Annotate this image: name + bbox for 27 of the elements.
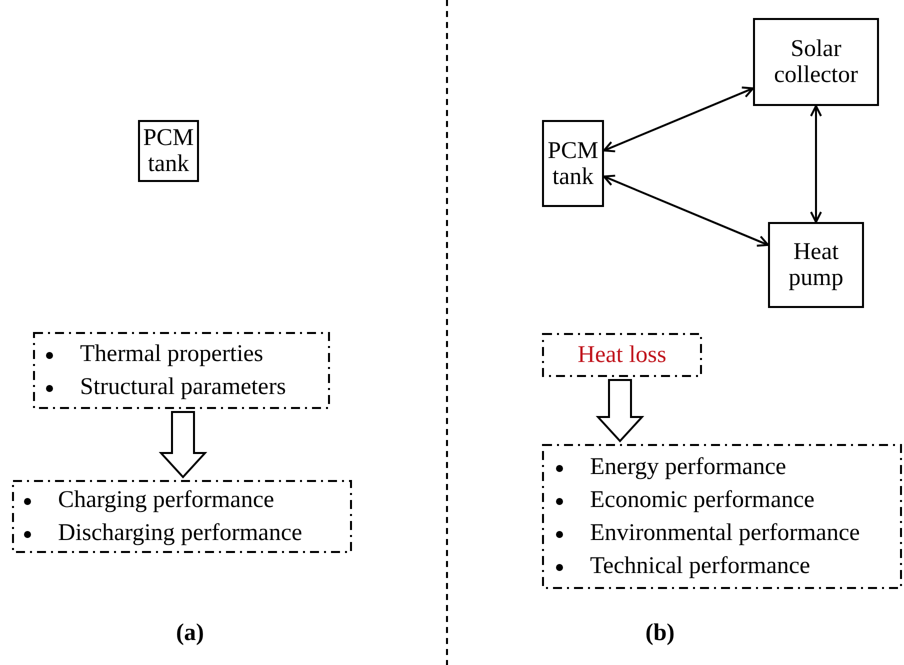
node-label: PCM tank [142,125,195,177]
component-box [753,18,879,106]
list-item: Economic performance [590,484,902,516]
node-label: PCM tank [546,138,600,190]
list-item: Thermal properties [80,338,330,370]
panel-label: (a) [176,620,204,646]
list-item: Charging performance [58,484,352,516]
bullet-list-box [542,444,902,589]
double-arrow [810,105,822,223]
list-item: Technical performance [590,550,902,582]
double-arrow [603,86,754,152]
node-label: Heat loss [578,342,666,368]
list-item: Environmental performance [590,516,902,550]
block-arrow [596,379,644,442]
list-item: Structural parameters [80,370,330,404]
list-item: Energy performance [590,450,902,484]
list-item: Discharging performance [58,516,352,550]
node-label: Heat pump [788,239,844,291]
bullet-list-box [33,332,330,409]
panel-label: (b) [645,620,675,646]
component-box [768,222,864,308]
factor-box [542,333,702,377]
bullet-list-box [12,480,352,553]
component-box [542,120,604,207]
node-label: Solar collector [773,36,859,88]
double-arrow [603,174,769,247]
block-arrow [158,411,208,478]
